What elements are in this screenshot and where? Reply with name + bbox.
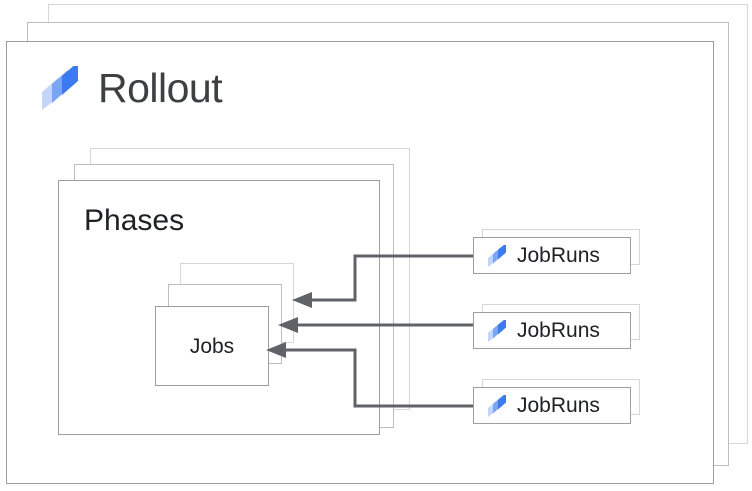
jobruns-card-front-0: JobRuns bbox=[473, 237, 631, 274]
jobruns-card-front-1: JobRuns bbox=[473, 312, 631, 349]
rollout-heading: Rollout bbox=[38, 64, 223, 111]
jobruns-label: JobRuns bbox=[517, 394, 600, 417]
jobruns-label: JobRuns bbox=[517, 319, 600, 342]
rollout-logo-icon bbox=[488, 394, 506, 417]
rollout-logo-icon bbox=[488, 319, 506, 342]
phases-label: Phases bbox=[84, 204, 185, 237]
jobruns-label: JobRuns bbox=[517, 244, 600, 267]
rollout-logo-icon bbox=[42, 66, 78, 110]
rollout-logo-icon bbox=[488, 244, 506, 267]
jobruns-card-front-2: JobRuns bbox=[473, 387, 631, 424]
jobs-label: Jobs bbox=[189, 334, 235, 358]
jobs-card-front bbox=[155, 306, 269, 386]
page-title: Rollout bbox=[98, 64, 223, 111]
